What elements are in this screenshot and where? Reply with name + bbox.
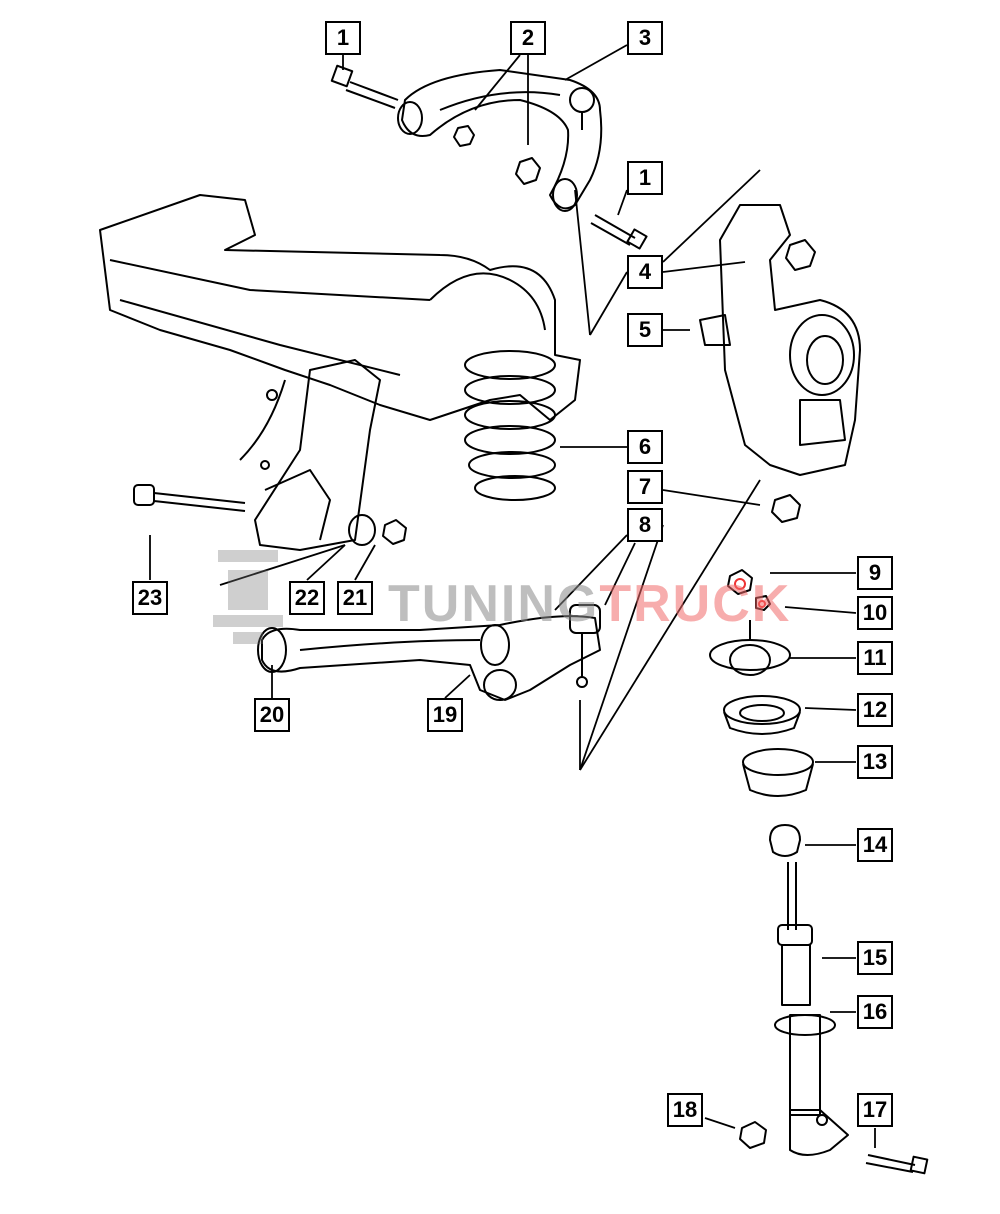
callout-3: 3 [627,21,663,55]
callout-4: 4 [627,255,663,289]
bolt-top [330,64,399,109]
bushing-22 [348,514,376,546]
callout-1: 1 [627,161,663,195]
nut-9 [727,569,753,595]
callout-11: 11 [857,641,893,675]
callout-21: 21 [337,581,373,615]
washer-10 [755,595,771,611]
callout-10: 10 [857,596,893,630]
callout-14: 14 [857,828,893,862]
callout-15: 15 [857,941,893,975]
callout-18: 18 [667,1093,703,1127]
isolator-13 [742,748,814,797]
callout-23: 23 [132,581,168,615]
callout-19: 19 [427,698,463,732]
callout-1: 1 [325,21,361,55]
callout-20: 20 [254,698,290,732]
coil-spring [464,350,556,501]
frame-rail [99,194,581,551]
shock-absorber [774,862,849,1156]
watermark-logo [208,540,288,650]
isolator-12 [723,695,801,735]
callout-2: 2 [510,21,546,55]
watermark-text: TUNINGTRUCK [388,576,791,632]
steering-knuckle [699,204,861,476]
callout-5: 5 [627,313,663,347]
callout-7: 7 [627,470,663,504]
nut-knuckle [785,239,816,271]
upper-control-arm [397,69,603,212]
nut-18 [739,1121,767,1149]
nut-upper [453,125,541,185]
leader-lines [149,44,876,1148]
nut-7 [771,494,801,523]
bolt-knuckle [590,214,648,250]
callout-12: 12 [857,693,893,727]
watermark-part1: TUNING [388,575,600,633]
jounce-bumper [769,824,801,857]
bolt-17 [865,1154,929,1175]
callout-8: 8 [627,508,663,542]
nut-21 [382,519,407,545]
callout-17: 17 [857,1093,893,1127]
callout-22: 22 [289,581,325,615]
watermark-part2: TRUCK [599,575,792,633]
cam-bolt [133,484,246,512]
strut-mount [709,620,791,676]
callout-16: 16 [857,995,893,1029]
callout-9: 9 [857,556,893,590]
lower-control-arm [257,604,601,701]
callout-6: 6 [627,430,663,464]
callout-13: 13 [857,745,893,779]
